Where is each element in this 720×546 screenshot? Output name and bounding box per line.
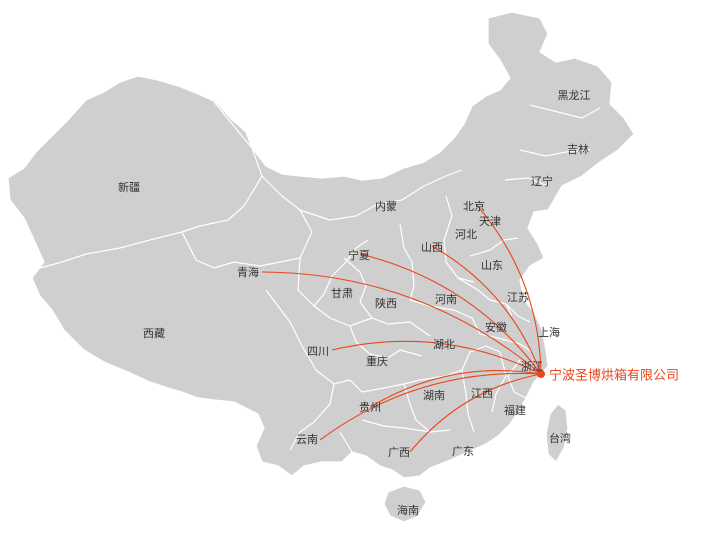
label-guizhou: 贵州	[359, 401, 381, 414]
label-hebei: 河北	[455, 228, 477, 241]
route-line	[431, 245, 542, 375]
label-xinjiang: 新疆	[118, 180, 140, 194]
label-neimeng: 内蒙	[375, 199, 397, 213]
label-jiangxi: 江西	[471, 387, 493, 400]
mainland-shape	[7, 11, 635, 479]
route-line	[359, 253, 542, 375]
province-labels: 黑龙江 吉林 辽宁 北京 天津 内蒙 新疆 河北 山西 宁夏 青海 甘肃 山东 …	[118, 89, 591, 517]
route-line	[371, 370, 542, 407]
route-line	[261, 271, 542, 375]
label-liaoning: 辽宁	[531, 174, 553, 188]
taiwan-shape	[545, 403, 569, 463]
label-jiangsu: 江苏	[507, 291, 529, 304]
label-sichuan: 四川	[307, 345, 329, 358]
destination-label[interactable]: 宁波圣博烘箱有限公司	[549, 368, 679, 384]
label-shanghai: 上海	[538, 325, 560, 339]
route-line	[475, 203, 542, 375]
label-zhejiang: 浙江	[521, 360, 543, 373]
destination-marker[interactable]	[537, 370, 545, 378]
label-xizang: 西藏	[143, 327, 165, 340]
route-line	[331, 340, 542, 375]
label-ningxia: 宁夏	[348, 248, 370, 262]
label-anhui: 安徽	[485, 320, 507, 334]
label-henan: 河南	[435, 293, 457, 306]
label-heilongjiang: 黑龙江	[558, 89, 591, 102]
label-shandong: 山东	[481, 259, 503, 272]
route-line	[409, 373, 542, 453]
label-jilin: 吉林	[567, 142, 589, 156]
label-shaanxi: 陕西	[375, 296, 397, 310]
label-beijing: 北京	[463, 199, 485, 213]
label-fujian: 福建	[504, 403, 526, 417]
label-guangxi: 广西	[388, 446, 410, 459]
route-line	[319, 372, 542, 441]
route-lines	[261, 203, 542, 453]
label-tianjin: 天津	[479, 215, 501, 228]
label-chongqing: 重庆	[366, 354, 388, 368]
hainan-shape	[383, 485, 427, 523]
label-qinghai: 青海	[237, 265, 259, 279]
label-hubei: 湖北	[433, 338, 455, 351]
label-taiwan: 台湾	[549, 431, 571, 445]
label-hunan: 湖南	[423, 389, 445, 402]
label-hainan: 海南	[397, 503, 419, 517]
label-shanxi: 山西	[421, 241, 443, 254]
label-guangdong: 广东	[452, 445, 474, 458]
province-borders	[39, 101, 601, 453]
label-yunnan: 云南	[296, 433, 318, 446]
label-gansu: 甘肃	[331, 287, 353, 300]
